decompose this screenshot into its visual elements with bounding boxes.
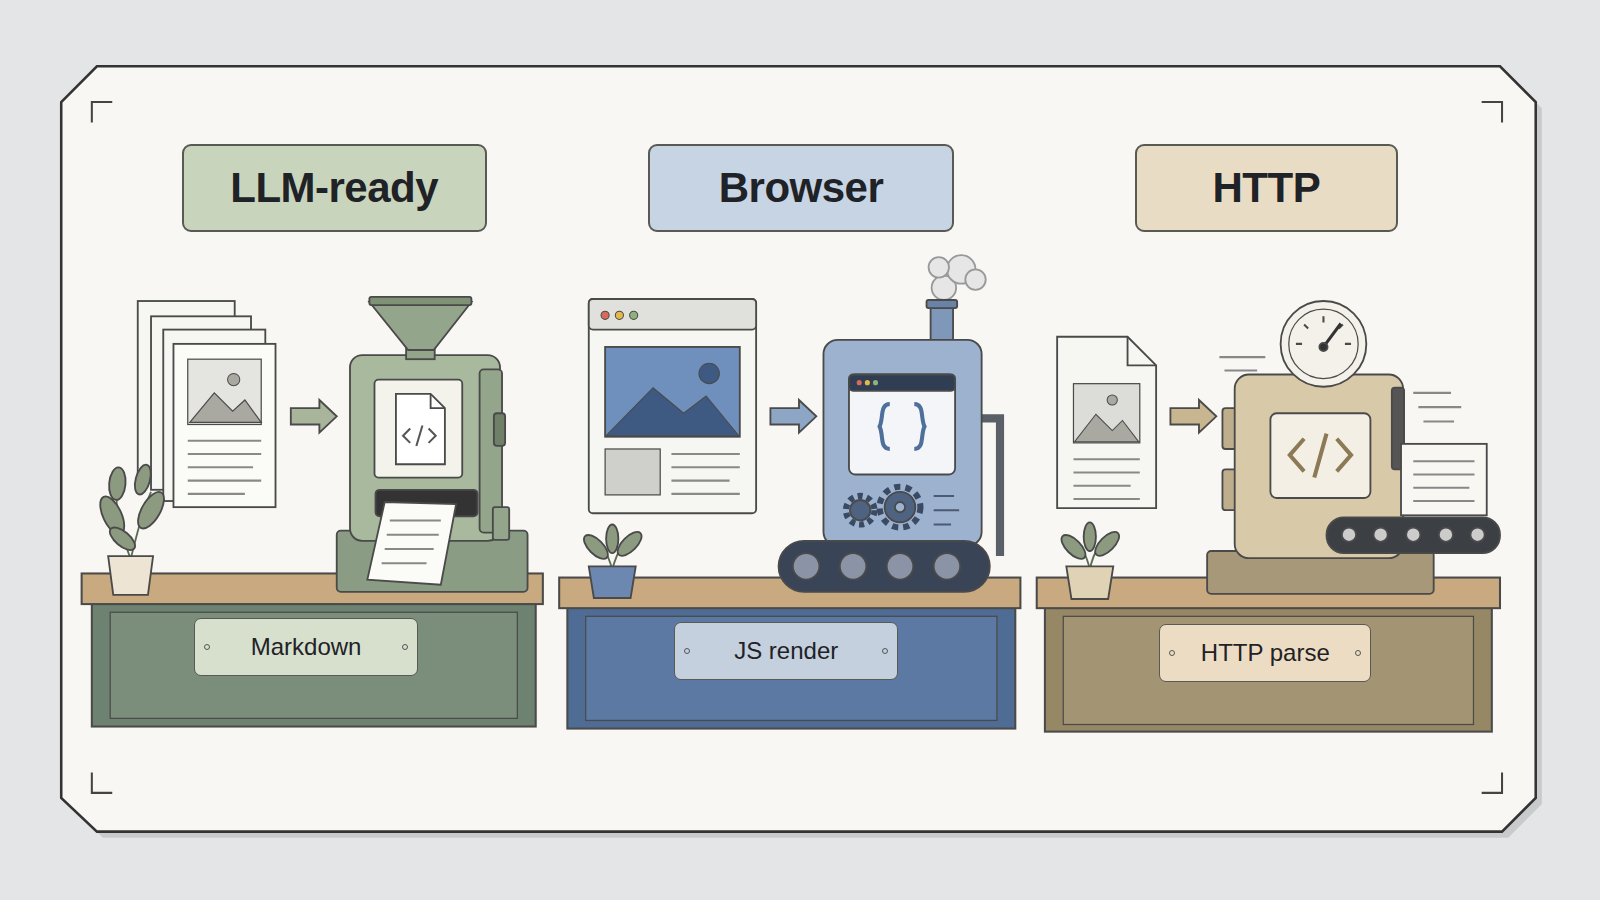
corner-brackets: [92, 102, 1502, 793]
http-column-art: [1057, 301, 1500, 599]
box-label: HTTP: [1212, 165, 1320, 211]
llm-column-art: [95, 297, 527, 595]
header-box: HTTP: [1135, 144, 1398, 232]
box-label: LLM-ready: [230, 165, 438, 211]
box-label: JS render: [734, 638, 838, 664]
plaque-box: HTTP parse: [1159, 624, 1371, 681]
plaque-box: Markdown: [194, 618, 418, 675]
desks: [82, 573, 1500, 731]
box-label: HTTP parse: [1201, 640, 1330, 666]
header-box: LLM-ready: [182, 144, 487, 232]
frame-card: [61, 66, 1535, 831]
plaque-box: JS render: [674, 622, 897, 679]
header-box: Browser: [648, 144, 954, 232]
box-label: Markdown: [251, 634, 362, 660]
box-label: Browser: [719, 165, 884, 211]
browser-column-art: [580, 255, 1000, 598]
